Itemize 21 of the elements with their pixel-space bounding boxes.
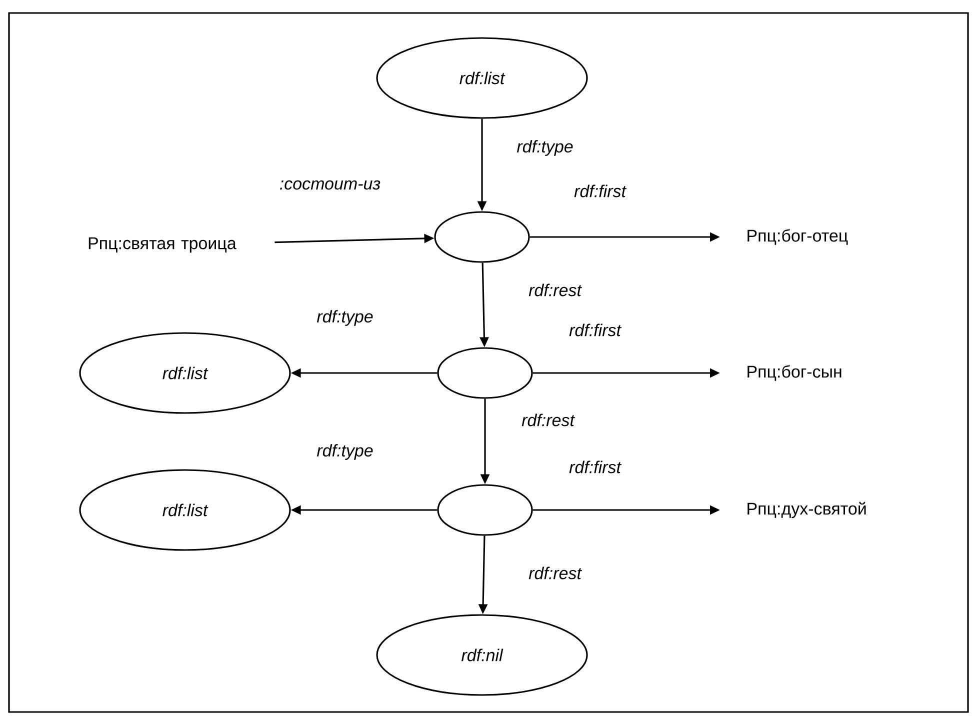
ellipse-node: rdf:list (79, 469, 291, 551)
node-label: Рпц:бог-сын (748, 365, 842, 381)
node-label: Рпц:святая троица (88, 237, 236, 253)
edge-label: rdf:type (316, 444, 373, 460)
ellipse-node: rdf:list (376, 37, 588, 119)
ellipse-node: rdf:list (79, 332, 291, 414)
edge-label: rdf:first (574, 184, 627, 198)
edge-label: rdf:rest (522, 414, 576, 426)
edge-label: rdf:first (569, 324, 622, 336)
node-label: Рпц:бог-отец (748, 229, 848, 245)
edge-label: rdf:type (516, 140, 573, 156)
blank-node (434, 211, 530, 263)
blank-node (437, 347, 533, 399)
edge-label: rdf:type (316, 310, 373, 326)
node-label: Рпц:дух-святой (748, 502, 866, 518)
edge-label: :состоит-из (280, 180, 380, 190)
edge-label: rdf:rest (528, 284, 582, 296)
edge-label: rdf:first (569, 460, 622, 474)
blank-node (437, 484, 533, 536)
edge-label: rdf:rest (528, 566, 582, 580)
ellipse-node: rdf:nil (376, 614, 588, 696)
